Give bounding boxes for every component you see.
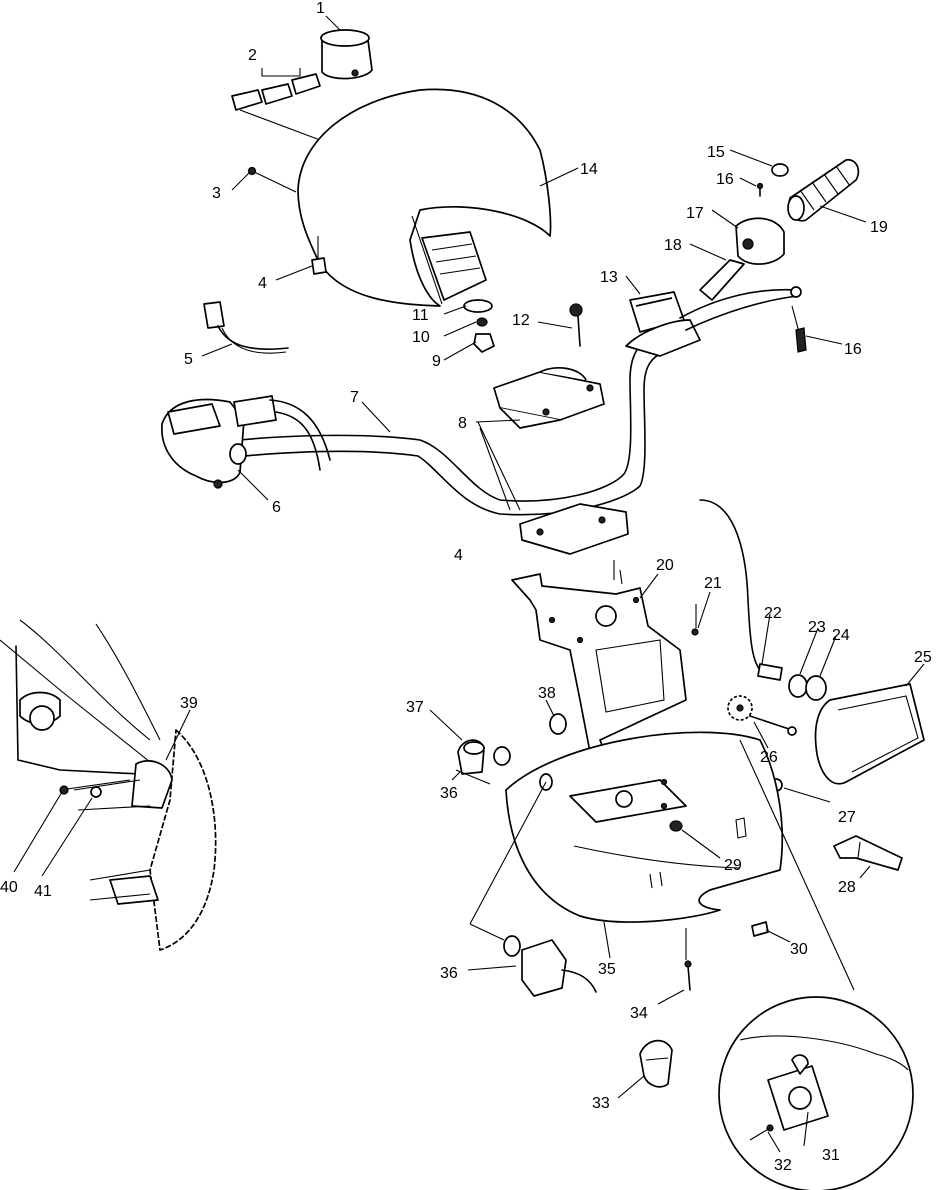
callout-30: 30 <box>790 941 808 958</box>
part-34-screw <box>684 928 692 991</box>
callout-8: 8 <box>458 415 467 432</box>
callout-16-lower: 16 <box>844 341 862 358</box>
part-23-24-nuts <box>788 674 827 701</box>
callout-25: 25 <box>914 649 932 666</box>
part-21-screw <box>691 604 699 636</box>
callout-24: 24 <box>832 627 850 644</box>
callout-38: 38 <box>538 685 556 702</box>
part-5-connector <box>203 301 289 354</box>
part-37-knob <box>457 739 485 775</box>
callout-26: 26 <box>760 749 778 766</box>
callout-19: 19 <box>870 219 888 236</box>
callout-31: 31 <box>822 1147 840 1164</box>
part-20-mounting-bracket <box>511 560 687 753</box>
callout-35: 35 <box>598 961 616 978</box>
callout-5: 5 <box>184 351 193 368</box>
callout-20: 20 <box>656 557 674 574</box>
part-15-16-end-parts <box>756 163 807 353</box>
callout-40: 40 <box>0 879 18 896</box>
callout-36-lower: 36 <box>440 965 458 982</box>
callout-22: 22 <box>764 605 782 622</box>
part-13-master-cylinder <box>625 291 701 357</box>
callout-28: 28 <box>838 879 856 896</box>
callout-29: 29 <box>724 857 742 874</box>
callout-15: 15 <box>707 144 725 161</box>
part-28-fitting <box>833 835 903 871</box>
part-18-brake-lever <box>679 259 802 331</box>
part-38-nut <box>493 713 567 766</box>
part-3-screw <box>247 166 297 193</box>
callout-33: 33 <box>592 1095 610 1112</box>
part-12-bolt <box>569 303 583 347</box>
part-22-drive-gear <box>727 695 753 721</box>
callout-34: 34 <box>630 1005 648 1022</box>
callout-14: 14 <box>580 161 598 178</box>
part-17-switch-housing <box>735 217 785 265</box>
part-29-nut <box>669 820 683 832</box>
callout-16-upper: 16 <box>716 171 734 188</box>
part-39-caliper-assembly <box>0 619 217 951</box>
part-6-throttle-control <box>161 395 331 489</box>
callout-4-upper: 4 <box>258 275 267 292</box>
callout-7: 7 <box>350 389 359 406</box>
part-4-clip <box>311 236 327 275</box>
callout-21: 21 <box>704 575 722 592</box>
callout-32: 32 <box>774 1157 792 1174</box>
callout-27: 27 <box>838 809 856 826</box>
callout-12: 12 <box>512 312 530 329</box>
callout-6: 6 <box>272 499 281 516</box>
part-14-handlebar-cover <box>297 88 552 307</box>
part-7-handlebar <box>239 339 661 516</box>
detail-view <box>718 739 914 1190</box>
callout-9: 9 <box>432 353 441 370</box>
part-35-lower-cover <box>505 731 784 923</box>
part-9-10-11-hardware <box>463 299 495 353</box>
part-36-switch <box>469 781 597 997</box>
callout-1: 1 <box>316 0 325 17</box>
part-19-grip <box>787 159 860 222</box>
callout-2: 2 <box>248 47 257 64</box>
callout-37: 37 <box>406 699 424 716</box>
callout-11: 11 <box>412 307 429 324</box>
callout-17: 17 <box>686 205 704 222</box>
callout-36-upper: 36 <box>440 785 458 802</box>
callout-39: 39 <box>180 695 198 712</box>
leader-lines <box>13 15 925 1153</box>
part-30-clip <box>751 921 769 937</box>
part-33-clamp <box>639 1039 673 1088</box>
part-25-headlight <box>814 683 925 785</box>
callout-10: 10 <box>412 329 430 346</box>
callout-13: 13 <box>600 269 618 286</box>
callout-3: 3 <box>212 185 221 202</box>
part-2-switch-set <box>231 68 321 141</box>
part-1-cap <box>320 29 373 80</box>
part-8-handlebar-clamps <box>477 367 629 555</box>
callout-23: 23 <box>808 619 826 636</box>
callout-41: 41 <box>34 883 52 900</box>
callout-18: 18 <box>664 237 682 254</box>
callout-4-lower: 4 <box>454 547 463 564</box>
